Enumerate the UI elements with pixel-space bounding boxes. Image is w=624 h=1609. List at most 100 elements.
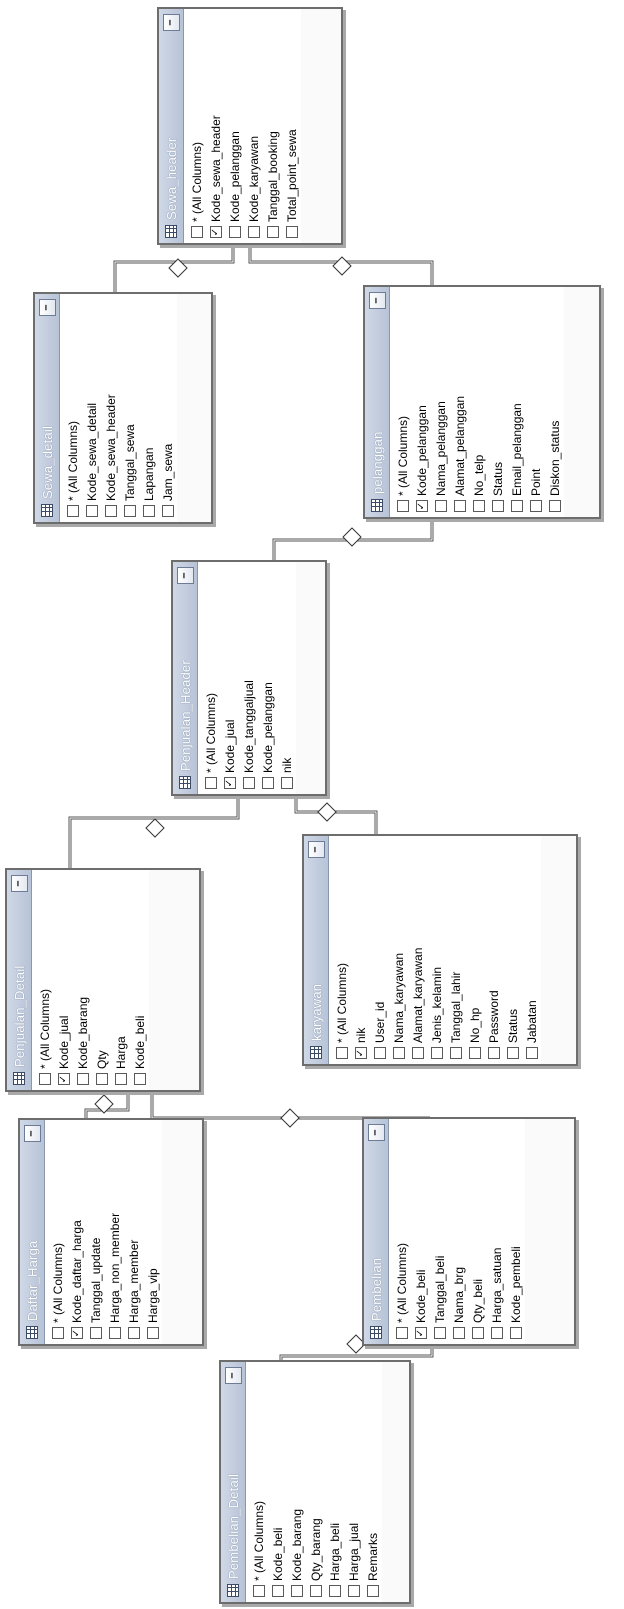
column-checkbox[interactable] [242,777,255,789]
column-checkbox[interactable] [66,505,79,517]
minimize-icon[interactable]: – [224,1367,242,1384]
column-row[interactable]: Harga_satuan [487,1119,506,1344]
column-row[interactable]: Kode_beli [130,870,149,1090]
minimize-icon[interactable]: – [176,567,194,584]
column-row[interactable]: ✓nik [351,836,370,1064]
column-checkbox[interactable] [335,1047,348,1059]
column-row[interactable]: Nama_karyawan [389,836,408,1064]
table-titlebar[interactable]: Sewa_detail– [35,294,60,522]
column-row[interactable]: Jam_sewa [158,294,177,522]
column-row[interactable]: Kode_tanggaljual [239,562,258,794]
table-panel-pembelian-detail[interactable]: Pembelian_Detail–* (All Columns)Kode_bel… [219,1360,411,1604]
column-checkbox[interactable] [392,1047,405,1059]
column-checkbox[interactable] [506,1047,519,1059]
table-titlebar[interactable]: Penjualan_Detail– [7,870,32,1090]
column-row[interactable]: ✓Kode_jual [220,562,239,794]
column-row[interactable]: * (All Columns) [201,562,220,794]
primary-key-icon[interactable]: ✓ [415,500,428,512]
column-row[interactable]: Tanggal_sewa [120,294,139,522]
table-titlebar[interactable]: Sewa_header– [159,9,184,243]
column-checkbox[interactable] [529,500,542,512]
column-row[interactable]: ✓Kode_daftar_harga [67,1120,86,1344]
column-checkbox[interactable] [280,777,293,789]
table-titlebar[interactable]: karyawan– [304,836,329,1064]
column-row[interactable]: No_telp [469,287,488,517]
column-row[interactable]: Kode_barang [287,1362,306,1602]
column-row[interactable]: Kode_sewa_detail [82,294,101,522]
column-row[interactable]: Kode_karyawan [244,9,263,243]
table-titlebar[interactable]: Pembelian– [364,1119,389,1344]
column-checkbox[interactable] [266,226,279,238]
column-row[interactable]: Jabatan [522,836,541,1064]
column-checkbox[interactable] [76,1073,89,1085]
column-checkbox[interactable] [38,1073,51,1085]
column-checkbox[interactable] [127,1327,140,1339]
minimize-icon[interactable]: – [367,1124,385,1141]
column-row[interactable]: ✓Kode_sewa_header [206,9,225,243]
relationship-diamond-icon[interactable] [145,818,165,838]
column-checkbox[interactable] [430,1047,443,1059]
column-row[interactable]: Kode_pembeli [506,1119,525,1344]
column-checkbox[interactable] [328,1585,341,1597]
relationship-diamond-icon[interactable] [332,256,352,276]
table-titlebar[interactable]: pelanggan– [365,287,390,517]
column-row[interactable]: * (All Columns) [63,294,82,522]
minimize-icon[interactable]: – [162,14,180,31]
column-row[interactable]: Password [484,836,503,1064]
table-panel-penjualan-detail[interactable]: Penjualan_Detail–* (All Columns)✓Kode_ju… [5,868,201,1092]
table-panel-pelanggan[interactable]: pelanggan–* (All Columns)✓Kode_pelanggan… [363,285,601,519]
column-row[interactable]: * (All Columns) [332,836,351,1064]
column-row[interactable]: Harga [111,870,130,1090]
column-checkbox[interactable] [411,1047,424,1059]
column-checkbox[interactable] [228,226,241,238]
column-row[interactable]: * (All Columns) [35,870,54,1090]
column-checkbox[interactable] [434,500,447,512]
column-checkbox[interactable] [373,1047,386,1059]
column-checkbox[interactable] [95,1073,108,1085]
column-checkbox[interactable] [285,226,298,238]
column-row[interactable]: * (All Columns) [48,1120,67,1344]
column-row[interactable]: Total_point_sewa [282,9,301,243]
column-checkbox[interactable] [468,1047,481,1059]
primary-key-icon[interactable]: ✓ [354,1047,367,1059]
column-row[interactable]: Status [488,287,507,517]
relationship-diamond-icon[interactable] [94,1094,114,1114]
column-row[interactable]: Kode_pelanggan [225,9,244,243]
column-checkbox[interactable] [104,505,117,517]
primary-key-icon[interactable]: ✓ [414,1327,427,1339]
column-checkbox[interactable] [190,226,203,238]
relationship-line[interactable] [294,796,378,834]
minimize-icon[interactable]: – [23,1125,41,1142]
column-row[interactable]: Tanggal_lahir [446,836,465,1064]
column-checkbox[interactable] [271,1585,284,1597]
column-checkbox[interactable] [396,500,409,512]
column-row[interactable]: Nama_brg [449,1119,468,1344]
relationship-diamond-icon[interactable] [342,527,362,547]
column-row[interactable]: Email_pelanggan [507,287,526,517]
column-row[interactable]: Tanggal_booking [263,9,282,243]
column-checkbox[interactable] [142,505,155,517]
column-row[interactable]: ✓Kode_beli [411,1119,430,1344]
column-checkbox[interactable] [525,1047,538,1059]
column-row[interactable]: Harga_jual [344,1362,363,1602]
column-row[interactable]: User_id [370,836,389,1064]
primary-key-icon[interactable]: ✓ [57,1073,70,1085]
column-checkbox[interactable] [471,1327,484,1339]
column-checkbox[interactable] [347,1585,360,1597]
column-checkbox[interactable] [89,1327,102,1339]
column-row[interactable]: Tanggal_update [86,1120,105,1344]
column-checkbox[interactable] [433,1327,446,1339]
column-checkbox[interactable] [123,505,136,517]
column-row[interactable]: * (All Columns) [187,9,206,243]
column-row[interactable]: Qty_barang [306,1362,325,1602]
minimize-icon[interactable]: – [10,875,28,892]
column-checkbox[interactable] [290,1585,303,1597]
column-row[interactable]: nik [277,562,296,794]
column-checkbox[interactable] [449,1047,462,1059]
minimize-icon[interactable]: – [307,841,325,858]
column-row[interactable]: Kode_barang [73,870,92,1090]
column-row[interactable]: Kode_sewa_header [101,294,120,522]
relationship-diamond-icon[interactable] [280,1108,300,1128]
